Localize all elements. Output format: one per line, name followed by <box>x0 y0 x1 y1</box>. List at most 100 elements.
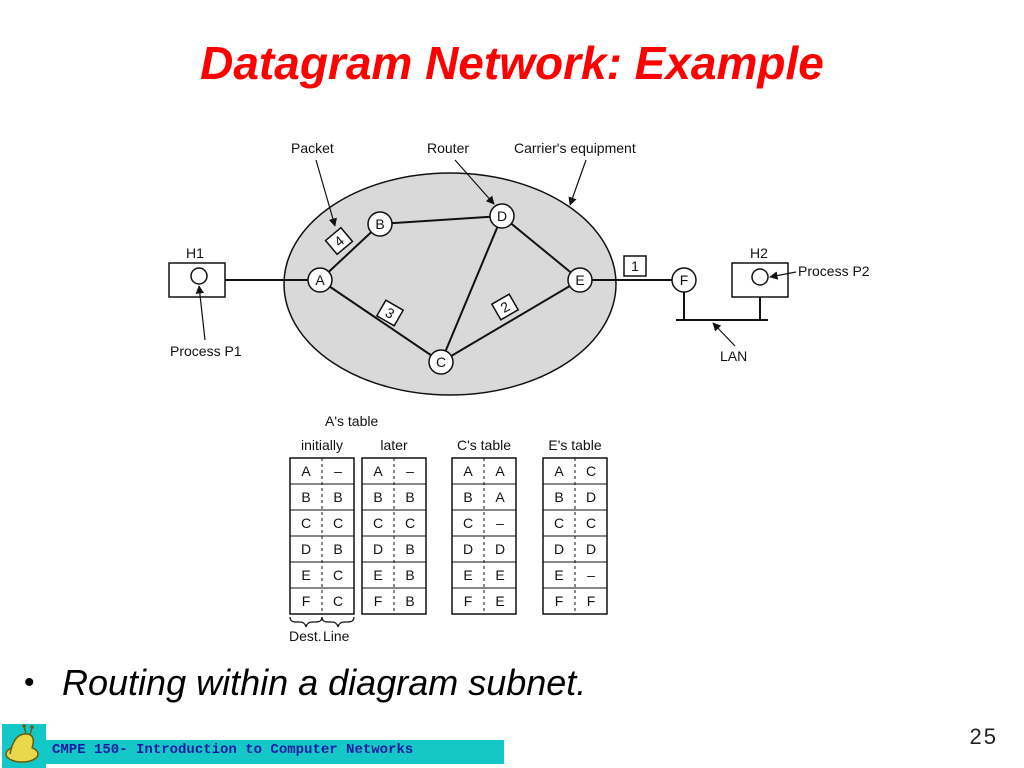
table-cell-line: B <box>405 541 414 557</box>
footer-course-title: CMPE 150- Introduction to Computer Netwo… <box>52 742 414 758</box>
arrow-packet <box>315 159 337 227</box>
carrier-subnet <box>283 172 617 396</box>
bullet-item: • Routing within a diagram subnet. <box>24 662 984 704</box>
table-cell-destination: D <box>463 541 473 557</box>
link-a-c <box>319 279 442 363</box>
table-cell-destination: E <box>554 567 563 583</box>
link-a-b <box>319 223 381 281</box>
arrow-router <box>454 159 495 205</box>
svg-text:D: D <box>497 208 507 224</box>
table-cell-destination: A <box>301 463 311 479</box>
host-h1 <box>168 262 226 298</box>
table-cell-line: – <box>587 567 595 583</box>
svg-text:A: A <box>315 272 325 288</box>
table-cell-destination: E <box>301 567 310 583</box>
table-cell-line: D <box>495 541 505 557</box>
router-links <box>225 215 768 363</box>
router-a: A <box>307 267 333 293</box>
arrow-process-p1 <box>195 285 206 341</box>
bullet-text: Routing within a diagram subnet. <box>62 662 587 703</box>
table-cell-destination: C <box>463 515 473 531</box>
label-line: Line <box>323 628 350 644</box>
svg-text:1: 1 <box>631 258 639 274</box>
svg-text:C: C <box>436 354 446 370</box>
routing-table-title: initially <box>301 437 343 453</box>
arrow-process-p2 <box>769 271 797 280</box>
table-cell-line: B <box>405 489 414 505</box>
svg-text:F: F <box>680 272 689 288</box>
arrow-lan <box>712 322 736 347</box>
page-number: 25 <box>969 724 998 749</box>
router-f: F <box>671 267 697 293</box>
table-cell-destination: F <box>302 593 311 609</box>
svg-text:B: B <box>375 216 384 232</box>
routing-table-title: C's table <box>457 437 511 453</box>
table-cell-line: C <box>333 593 343 609</box>
line-brace <box>321 616 355 628</box>
table-cell-destination: A <box>373 463 383 479</box>
routing-table-title: E's table <box>548 437 601 453</box>
table-cell-destination: E <box>373 567 382 583</box>
table-cell-line: E <box>495 593 504 609</box>
table-cell-line: E <box>495 567 504 583</box>
label-dest: Dest. <box>289 628 322 644</box>
router-c: C <box>428 349 454 375</box>
table-cell-line: A <box>495 463 505 479</box>
label-lan: LAN <box>720 348 747 364</box>
table-cell-line: C <box>586 515 596 531</box>
label-h2: H2 <box>750 245 768 261</box>
dest-brace <box>289 616 323 628</box>
table-cell-destination: A <box>463 463 473 479</box>
table-cell-destination: D <box>373 541 383 557</box>
table-cell-line: – <box>406 463 414 479</box>
network-diagram: A B C D E F 4 3 2 1 Packet Router Carrie… <box>168 140 870 644</box>
table-cell-line: A <box>495 489 505 505</box>
footer-strip <box>44 740 504 764</box>
table-cell-line: C <box>586 463 596 479</box>
label-process-p2: Process P2 <box>798 263 870 279</box>
router-b: B <box>367 211 393 237</box>
table-cell-line: B <box>333 489 342 505</box>
link-b-d <box>379 215 503 225</box>
annotation-arrows <box>195 159 797 347</box>
packet-3: 3 <box>375 299 405 327</box>
bullet-dot: • <box>24 666 35 699</box>
label-packet: Packet <box>291 140 334 156</box>
table-cell-destination: D <box>554 541 564 557</box>
slide-title: Datagram Network: Example <box>200 37 824 89</box>
router-d: D <box>489 203 515 229</box>
table-cell-line: F <box>587 593 596 609</box>
label-carrier: Carrier's equipment <box>514 140 636 156</box>
dest-line-braces <box>289 616 355 628</box>
svg-text:E: E <box>575 272 584 288</box>
table-cell-line: – <box>334 463 342 479</box>
table-cell-line: D <box>586 541 596 557</box>
table-cell-destination: B <box>463 489 472 505</box>
table-cell-line: C <box>333 567 343 583</box>
link-d-e <box>501 215 581 281</box>
table-cell-line: B <box>333 541 342 557</box>
table-cell-destination: B <box>554 489 563 505</box>
table-cell-destination: F <box>464 593 473 609</box>
table-cell-destination: C <box>301 515 311 531</box>
label-process-p1: Process P1 <box>170 343 242 359</box>
footer-bar: CMPE 150- Introduction to Computer Netwo… <box>0 724 1024 768</box>
label-h1: H1 <box>186 245 204 261</box>
table-cell-destination: F <box>374 593 383 609</box>
router-e: E <box>567 267 593 293</box>
arrow-carrier <box>568 159 587 206</box>
table-cell-destination: A <box>554 463 564 479</box>
process-p1-circle <box>190 267 208 285</box>
table-cell-line: B <box>405 567 414 583</box>
link-d-c <box>440 215 503 363</box>
table-cell-destination: C <box>373 515 383 531</box>
table-cell-destination: C <box>554 515 564 531</box>
process-p2-circle <box>751 268 769 286</box>
table-cell-destination: B <box>301 489 310 505</box>
label-router: Router <box>427 140 469 156</box>
table-cell-line: D <box>586 489 596 505</box>
